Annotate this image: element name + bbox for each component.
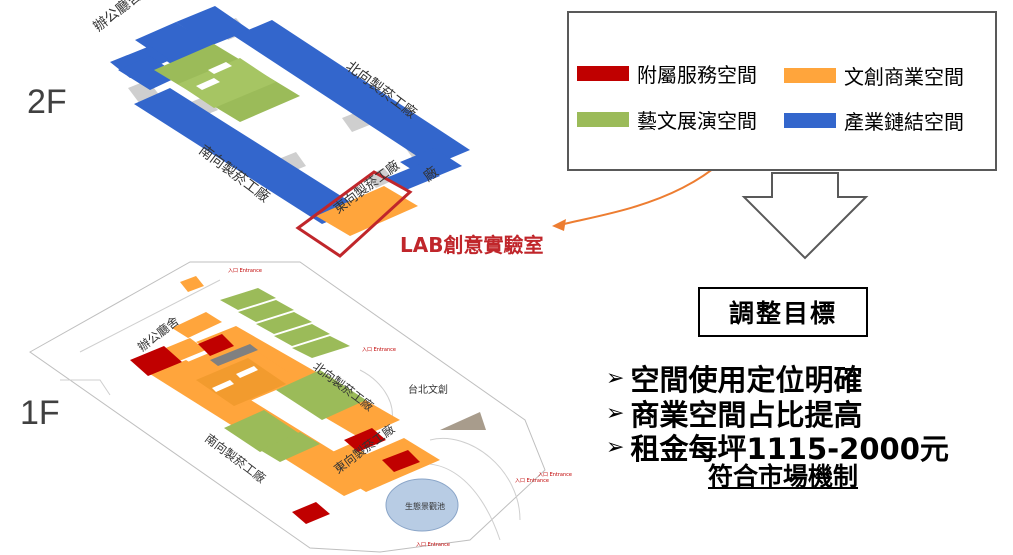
entrance-marker: 入口 Entrance	[515, 478, 549, 484]
lab-highlight-frame	[295, 170, 413, 258]
courtyard-white	[208, 62, 232, 74]
label-office-hall-2f: 辦公廳舍	[90, 0, 145, 35]
plan-1f: 生態景觀池 入口 Entrance 入口 Entrance 入口 Entranc…	[29, 261, 572, 553]
brown-triangle	[440, 412, 486, 430]
service-block	[130, 346, 182, 376]
goal-bullet: ➢	[606, 365, 625, 391]
office-hall-block	[118, 56, 180, 90]
east-factory-block	[400, 148, 462, 180]
label-eco-pond: 生態景觀池	[405, 501, 445, 511]
down-arrow	[741, 172, 869, 260]
goal-title: 調整目標	[728, 299, 837, 328]
entrance-marker: 入口 Entrance	[228, 268, 262, 274]
site-edge	[60, 379, 111, 396]
courtyard-white	[236, 366, 258, 378]
legend-item-arts: 藝文展演空間	[577, 105, 757, 134]
legend-label: 產業鏈結空間	[844, 110, 964, 134]
east-factory-block	[386, 164, 440, 190]
legend-swatch	[784, 113, 836, 128]
office-hall-block	[176, 6, 250, 46]
label-songshan-culture: 台北文創	[408, 383, 448, 396]
service-block	[382, 450, 420, 472]
grey-strip	[210, 344, 258, 366]
south-factory-block	[134, 88, 360, 224]
service-block	[198, 334, 234, 356]
legend-label: 藝文展演空間	[637, 109, 757, 133]
arts-block-1f	[256, 312, 312, 334]
legend-swatch	[577, 66, 629, 81]
goal-item: ➢ 空間使用定位明確	[606, 357, 862, 399]
service-block	[292, 502, 330, 524]
floor-label-2f: 2F	[27, 83, 67, 121]
legend-swatch	[577, 112, 629, 127]
arts-block-1f	[238, 300, 294, 322]
site-edge	[79, 279, 221, 353]
goal-subtext: 符合市場機制	[708, 462, 859, 491]
entrance-marker: 入口 Entrance	[538, 472, 572, 478]
eco-pond	[385, 478, 459, 532]
site-path	[429, 438, 521, 521]
service-block	[344, 428, 386, 452]
center-orange-inner	[196, 358, 286, 406]
goal-text: 租金每坪1115-2000元	[630, 432, 949, 466]
east-factory-1f	[310, 444, 370, 474]
lab-connector-arrowhead	[552, 219, 566, 231]
entrance-marker: 入口 Entrance	[416, 542, 450, 548]
office-hall-1f	[172, 312, 222, 338]
goal-item: ➢ 商業空間占比提高	[606, 392, 862, 434]
legend-item-service: 附屬服務空間	[577, 59, 757, 88]
legend-swatch	[784, 68, 836, 83]
legend-item-industry: 產業鏈結空間	[784, 106, 964, 135]
arts-block-1f-inner	[276, 370, 366, 420]
arts-block-1f	[292, 336, 350, 358]
site-outline	[29, 261, 546, 553]
legend-label: 文創商業空間	[844, 65, 964, 89]
lab-orange-block	[316, 186, 418, 236]
east-factory-1f	[330, 438, 440, 492]
goal-text: 空間使用定位明確	[630, 363, 863, 397]
legend-label: 附屬服務空間	[637, 63, 757, 87]
kiosk-orange	[180, 276, 204, 292]
goal-item: ➢ 租金每坪1115-2000元	[606, 426, 949, 468]
floor-label-1f: 1F	[20, 394, 60, 432]
arts-block-1f-inner	[260, 432, 320, 462]
goal-bullet: ➢	[606, 434, 625, 460]
goal-text: 商業空間占比提高	[630, 398, 863, 432]
goal-title-box: 調整目標	[698, 287, 868, 337]
entrance-marker: 入口 Entrance	[362, 347, 396, 353]
lab-label: LAB創意實驗室	[400, 233, 544, 257]
goal-bullet: ➢	[606, 400, 625, 426]
north-factory-block	[234, 20, 470, 166]
legend-item-commerce: 文創商業空間	[784, 61, 964, 90]
site-path	[359, 369, 393, 421]
arts-block-1f	[220, 288, 276, 310]
courtyard-white	[212, 380, 234, 392]
arts-block-1f	[274, 324, 330, 346]
courtyard-white	[196, 78, 220, 90]
arts-block-2f-inner	[178, 58, 276, 108]
legend: 附屬服務空間 文創商業空間 藝文展演空間 產業鏈結空間	[567, 11, 997, 171]
